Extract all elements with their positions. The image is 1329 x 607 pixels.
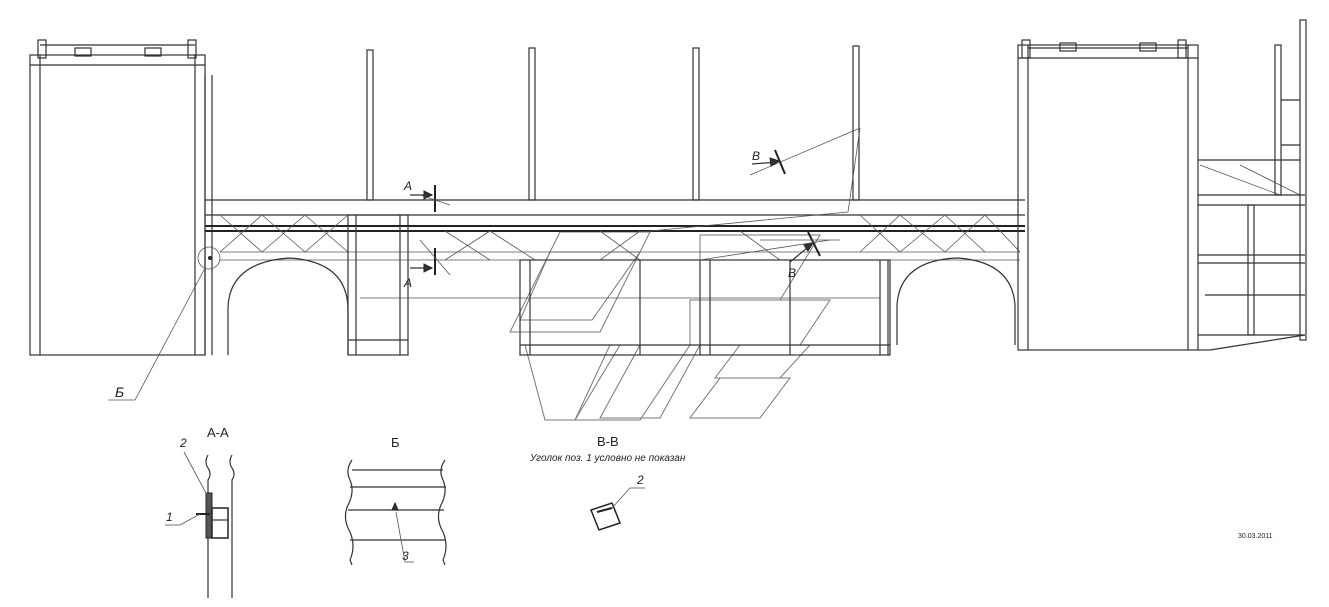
detail-aa-title: А-А: [207, 425, 229, 440]
callout-label-a-bottom: А: [403, 276, 412, 290]
detail-aa-pos2: 2: [179, 436, 187, 450]
callout-label-a-top: А: [403, 179, 412, 193]
callout-label-v-bottom: В: [788, 266, 796, 280]
date-stamp: 30.03.2011: [1238, 533, 1273, 540]
detail-view-b: Б 3: [344, 435, 447, 566]
callout-label-b: Б: [115, 384, 124, 400]
detail-aa-pos1: 1: [166, 510, 173, 524]
detail-b-title: Б: [391, 435, 400, 450]
section-callout-a: А А: [403, 179, 451, 290]
frame-main-view: [29, 19, 1307, 356]
section-callout-v: В В: [639, 127, 861, 280]
callout-label-v-top: В: [752, 149, 760, 163]
detail-b-pos3: 3: [402, 549, 409, 563]
detail-vv-title: В-В: [597, 434, 619, 449]
right-cabin-module: [1017, 39, 1199, 351]
vertical-posts: [366, 45, 860, 201]
rear-section: [1198, 19, 1307, 351]
detail-vv-note: Уголок поз. 1 условно не показан: [529, 453, 686, 464]
left-cabin-module: [29, 39, 213, 356]
detail-vv-pos2: 2: [636, 473, 644, 487]
detail-view-aa: А-А 2 1: [165, 425, 235, 598]
truss-diagonals: [219, 214, 1021, 261]
detail-view-vv: В-В Уголок поз. 1 условно не показан 2: [529, 434, 686, 531]
detail-callout-b: Б: [108, 267, 206, 401]
